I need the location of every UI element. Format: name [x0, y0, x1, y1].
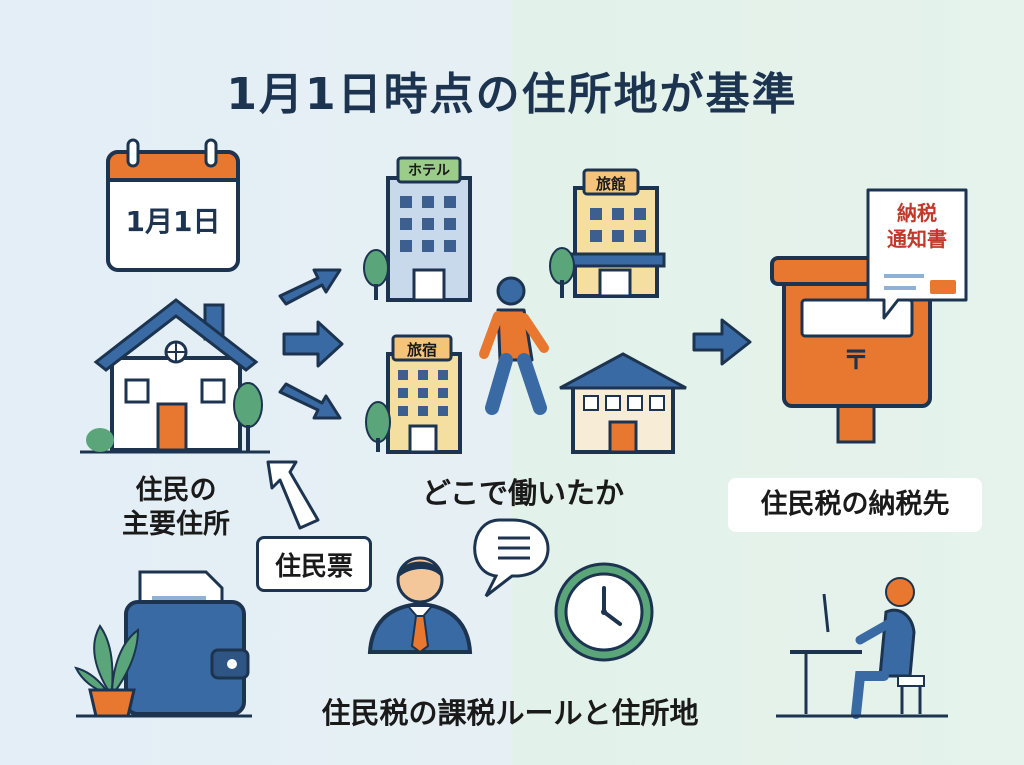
ryokan-building-icon — [549, 168, 666, 298]
arrows-to-workplaces — [278, 268, 344, 420]
tax-destination-label: 住民税の納税先 — [728, 478, 982, 532]
ryokan-sign: 旅館 — [595, 175, 626, 193]
residence-label: 住民の 主要住所 — [86, 474, 266, 542]
businessman-icon — [367, 556, 473, 654]
speech-bubble-icon — [473, 518, 550, 598]
ryoshuku-building-icon — [365, 334, 462, 454]
potted-plant-icon — [74, 624, 140, 718]
wallet-icon — [124, 570, 250, 716]
hotel-building-icon — [363, 156, 472, 302]
tax-notice-line2: 通知書 — [887, 227, 947, 251]
residence-building-icon — [559, 352, 687, 454]
postal-mark: 〒 — [842, 346, 869, 376]
ryoshuku-sign: 旅宿 — [406, 341, 437, 359]
page-title: 1月1日時点の住所地が基準 — [226, 69, 798, 120]
residence-label-line2: 主要住所 — [122, 509, 230, 540]
juminhyo-arrow — [266, 460, 320, 530]
tax-notice-title: 納税 通知書 — [868, 200, 966, 252]
hotel-sign: ホテル — [408, 163, 450, 179]
arrow-to-postbox — [692, 318, 752, 366]
clock-icon — [554, 562, 654, 662]
desk-worker-icon — [776, 577, 948, 719]
calendar-date: 1月1日 — [125, 205, 221, 238]
juminhyo-label: 住民票 — [256, 536, 372, 592]
tax-notice-line1: 納税 — [897, 201, 937, 225]
calendar-icon — [106, 138, 240, 272]
house-icon — [80, 298, 270, 454]
tax-notice-document-icon — [866, 188, 968, 320]
bottom-caption: 住民税の課税ルールと住所地 — [321, 696, 699, 730]
work-location-label: どこで働いたか — [421, 476, 625, 510]
residence-label-line1: 住民の — [135, 475, 217, 506]
walking-person-icon — [479, 276, 549, 415]
